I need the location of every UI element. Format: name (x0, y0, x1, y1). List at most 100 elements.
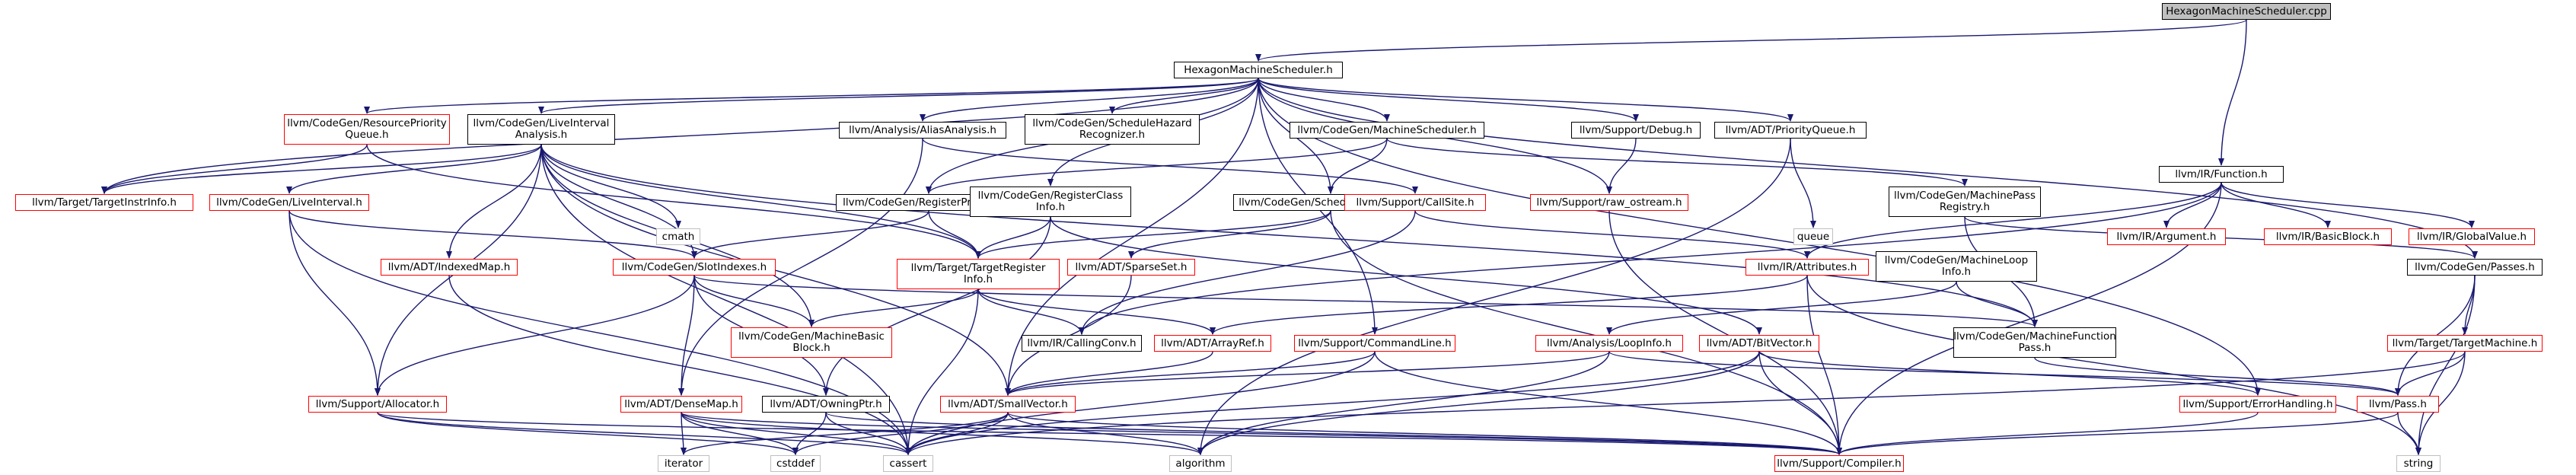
graph-node-basicblock[interactable]: llvm/IR/BasicBlock.h (2264, 228, 2392, 245)
graph-node-prioqueue[interactable]: llvm/ADT/PriorityQueue.h (1714, 122, 1867, 139)
graph-node-cassert[interactable]: cassert (883, 455, 933, 472)
node-label: llvm/Target/TargetMachine.h (2393, 337, 2538, 349)
edge-liveintana-to-targetinstr (101, 144, 542, 194)
node-label-line: Queue.h (345, 129, 389, 141)
graph-node-cstddef[interactable]: cstddef (770, 455, 821, 472)
graph-node-errorhandling[interactable]: llvm/Support/ErrorHandling.h (2179, 396, 2336, 413)
node-label: llvm/ADT/ArrayRef.h (1161, 337, 1264, 349)
edge-scheddag-to-compiler (1330, 210, 1842, 455)
edge-machsched-to-regpressure (926, 138, 1388, 194)
node-label-line: llvm/Support/Debug.h (1579, 123, 1693, 136)
edge-slotindexes-to-densemap (678, 275, 695, 396)
graph-node-callingconv[interactable]: llvm/IR/CallingConv.h (1022, 335, 1142, 352)
graph-node-rawostream[interactable]: llvm/Support/raw_ostream.h (1530, 194, 1688, 211)
edge-bitvector-to-errorhandling (1758, 351, 2261, 396)
graph-node-argument[interactable]: llvm/IR/Argument.h (2107, 228, 2226, 245)
edge-allocator-to-cassert (377, 412, 911, 455)
edge-densemap-to-algorithm (681, 412, 1204, 455)
graph-node-iterator[interactable]: iterator (658, 455, 709, 472)
edge-cmdline-to-smallvector (1005, 351, 1376, 396)
graph-node-queue[interactable]: queue (1793, 228, 1833, 245)
edge-aliasana-to-callsite (922, 138, 1418, 194)
node-label-line: llvm/Pass.h (2369, 397, 2427, 410)
edge-function-to-argument (2163, 182, 2222, 228)
edge-passes-to-targetmachine (2462, 275, 2476, 335)
node-label: HexagonMachineScheduler.cpp (2166, 5, 2327, 18)
edge-smallvector-to-algorithm (1007, 412, 1204, 455)
graph-node-sparseset[interactable]: llvm/ADT/SparseSet.h (1067, 259, 1195, 276)
edge-pass-to-compiler (1836, 412, 2399, 455)
graph-node-cmath[interactable]: cmath (656, 228, 700, 245)
graph-node-pass[interactable]: llvm/Pass.h (2357, 396, 2439, 413)
edge-hms_h-to-machsched (1258, 78, 1390, 122)
node-label-line: llvm/Target/TargetRegister (910, 262, 1046, 274)
graph-node-attributes[interactable]: llvm/IR/Attributes.h (1745, 259, 1869, 276)
graph-node-algorithm[interactable]: algorithm (1169, 455, 1232, 472)
graph-node-slotindexes[interactable]: llvm/CodeGen/SlotIndexes.h (613, 259, 776, 276)
graph-node-liveinterval[interactable]: llvm/CodeGen/LiveInterval.h (209, 194, 369, 211)
graph-node-bitvector[interactable]: llvm/ADT/BitVector.h (1699, 335, 1819, 352)
edge-liveinterval-to-allocator (289, 210, 381, 396)
graph-node-passes[interactable]: llvm/CodeGen/Passes.h (2407, 259, 2543, 276)
edge-debug-to-rawostream (1606, 138, 1637, 194)
graph-node-machsched[interactable]: llvm/CodeGen/MachineScheduler.h (1290, 122, 1484, 139)
node-label: llvm/ADT/SmallVector.h (948, 398, 1068, 410)
graph-node-debug[interactable]: llvm/Support/Debug.h (1571, 122, 1701, 139)
graph-node-indexedmap[interactable]: llvm/ADT/IndexedMap.h (381, 259, 518, 276)
graph-node-string[interactable]: string (2396, 455, 2441, 472)
graph-node-function[interactable]: llvm/IR/Function.h (2159, 166, 2284, 183)
edge-liveinterval-to-slotindexes (289, 210, 697, 259)
edge-regpressure-to-slotindexes (691, 210, 929, 259)
node-label-line: Registry.h (1939, 201, 1991, 213)
graph-node-globalvalue[interactable]: llvm/IR/GlobalValue.h (2409, 228, 2535, 245)
graph-node-cmdline[interactable]: llvm/Support/CommandLine.h (1294, 335, 1455, 352)
edge-prioqueue-to-queue (1790, 138, 1816, 228)
graph-node-hms_h[interactable]: HexagonMachineScheduler.h (1174, 62, 1343, 78)
edge-callsite-to-attributes (1414, 210, 1810, 259)
node-label: llvm/Support/ErrorHandling.h (2182, 398, 2332, 410)
node-label-line: queue (1797, 230, 1830, 243)
node-label: llvm/Support/raw_ostream.h (1536, 196, 1682, 209)
node-label: llvm/Support/CallSite.h (1356, 196, 1474, 209)
node-label-line: cmath (662, 230, 695, 243)
graph-node-aliasana[interactable]: llvm/Analysis/AliasAnalysis.h (839, 122, 1006, 139)
graph-node-allocator[interactable]: llvm/Support/Allocator.h (308, 396, 447, 413)
graph-node-callsite[interactable]: llvm/Support/CallSite.h (1344, 194, 1486, 211)
node-label: algorithm (1175, 457, 1225, 470)
graph-node-owningptr[interactable]: llvm/ADT/OwningPtr.h (762, 396, 890, 413)
edge-attributes-to-arrayref (1210, 275, 1808, 335)
edge-smallvector-to-compiler (1007, 412, 1842, 455)
node-label: llvm/Support/Debug.h (1579, 123, 1693, 136)
edge-owningptr-to-cassert (825, 412, 911, 455)
graph-node-densemap[interactable]: llvm/ADT/DenseMap.h (620, 396, 742, 413)
graph-node-targetinstr[interactable]: llvm/Target/TargetInstrInfo.h (15, 194, 193, 211)
edge-cmdline-to-cassert (905, 351, 1376, 455)
graph-node-targetmachine[interactable]: llvm/Target/TargetMachine.h (2387, 335, 2543, 352)
edge-regclass-to-owningptr (823, 216, 1051, 396)
node-label: llvm/Support/CommandLine.h (1298, 337, 1451, 349)
graph-node-compiler[interactable]: llvm/Support/Compiler.h (1774, 455, 1904, 472)
node-label: cassert (890, 457, 927, 470)
node-label: cstddef (776, 457, 815, 470)
graph-node-smallvector[interactable]: llvm/ADT/SmallVector.h (940, 396, 1076, 413)
edge-hms_h-to-schedhazard (1109, 78, 1259, 114)
edge-owningptr-to-cstddef (792, 412, 827, 455)
node-label-line: llvm/CodeGen/RegisterClass (977, 190, 1124, 202)
graph-node-loopinfo[interactable]: llvm/Analysis/LoopInfo.h (1535, 335, 1683, 352)
graph-node-arrayref[interactable]: llvm/ADT/ArrayRef.h (1154, 335, 1271, 352)
edge-callsite-to-callingconv (1079, 210, 1416, 335)
node-label-line: llvm/ADT/DenseMap.h (624, 397, 738, 410)
node-label: queue (1797, 231, 1829, 243)
